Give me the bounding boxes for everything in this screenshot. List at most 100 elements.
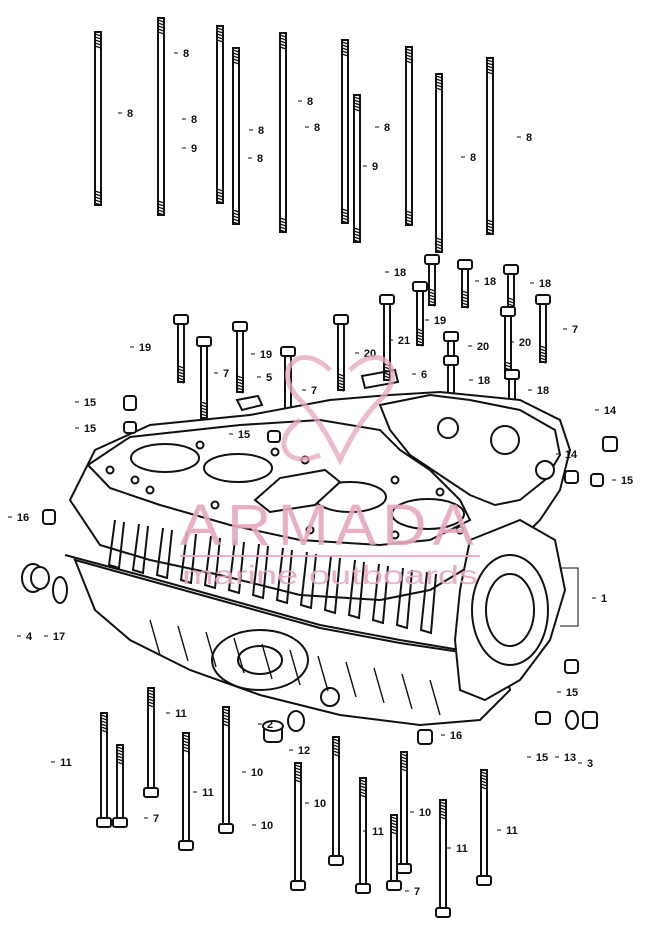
deck-hole-8	[455, 525, 465, 535]
stud-bolt-4	[232, 47, 240, 225]
callout-c19b: 19	[139, 342, 151, 354]
fin-2	[131, 523, 149, 575]
callout-c8d: 8	[258, 125, 264, 137]
crankcase-bracket-1	[560, 567, 579, 627]
deck-hole-7	[435, 487, 445, 497]
callout-c9b: 9	[372, 161, 378, 173]
upper-bolt-12	[232, 321, 248, 394]
callout-c6: 6	[421, 369, 427, 381]
lower-bolt-11	[435, 799, 451, 918]
cam-chain-tunnel	[253, 468, 342, 514]
callout-c12: 12	[298, 745, 310, 757]
upper-bolt-7	[333, 314, 349, 392]
lower-bolt-7	[328, 736, 344, 866]
callout-c16b: 16	[450, 730, 462, 742]
callout-c11f: 11	[456, 843, 468, 855]
callout-c17: 17	[53, 631, 65, 643]
callout-c18c: 18	[539, 278, 551, 290]
stud-bolt-7	[353, 94, 361, 243]
callout-c8f: 8	[307, 96, 313, 108]
callout-c18d: 18	[478, 375, 490, 387]
callout-c8j: 8	[526, 132, 532, 144]
callout-c7a: 7	[572, 324, 578, 336]
plug-4-head	[30, 566, 50, 590]
fin-3	[155, 527, 173, 580]
lower-fin-4	[233, 637, 245, 674]
deck-hole-12	[145, 485, 155, 495]
watermark-tagline: marine outboards	[182, 560, 478, 590]
upper-bolt-6	[379, 294, 395, 382]
dowel-15e	[564, 659, 579, 674]
fitting-3	[582, 711, 598, 729]
lower-fin-6	[289, 649, 301, 686]
callout-c1: 1	[601, 593, 607, 605]
lower-bolt-10	[396, 751, 412, 874]
dowel-15c	[267, 430, 281, 443]
callout-c18a: 18	[394, 267, 406, 279]
callout-c15b: 15	[84, 423, 96, 435]
housing-boss-1	[437, 417, 459, 439]
cylinder-bore-4	[391, 498, 465, 530]
callout-c8a: 8	[127, 108, 133, 120]
lower-fin-11	[429, 679, 441, 716]
lower-fin-10	[401, 673, 413, 710]
deck-hole-1	[105, 465, 115, 475]
o-ring-17	[52, 576, 68, 604]
stud-bolt-2	[157, 17, 165, 216]
watermark-heart-logo	[281, 355, 395, 466]
callout-c14a: 14	[604, 405, 617, 417]
stud-bolt-5	[279, 32, 287, 233]
stud-bolt-10	[486, 57, 494, 235]
lower-bolt-12	[476, 769, 492, 886]
stud-bolt-8	[405, 46, 413, 226]
callout-c11e: 11	[506, 825, 518, 837]
callout-c21: 21	[398, 335, 410, 347]
lower-bolt-8	[355, 777, 371, 894]
lower-bolt-9	[386, 814, 402, 891]
callout-c10a: 10	[251, 767, 263, 779]
callout-c13: 13	[564, 752, 576, 764]
watermark-brand: ARMADA	[180, 493, 480, 558]
dowel-16b	[417, 729, 433, 745]
deck-hole-11	[210, 500, 220, 510]
callout-c19a: 19	[434, 315, 446, 327]
lower-bolt-4	[178, 732, 194, 851]
fin-5	[203, 535, 221, 590]
fin-13	[395, 567, 413, 630]
upper-bolt-1	[424, 254, 440, 307]
upper-bolt-5	[412, 281, 428, 347]
fin-10	[323, 555, 341, 615]
callout-c7c: 7	[311, 385, 317, 397]
bracket-5	[235, 394, 264, 412]
deck-stud-holes	[105, 440, 465, 540]
callout-c10b: 10	[314, 798, 326, 810]
stud-bolt-6	[341, 39, 349, 224]
callout-leaders	[8, 52, 616, 892]
fin-9	[299, 551, 317, 610]
lower-fin-2	[177, 625, 189, 662]
lower-bolt-3	[112, 744, 128, 828]
deck-hole-4	[270, 447, 280, 457]
callout-c7e: 7	[414, 886, 420, 898]
dowel-14a	[602, 436, 618, 452]
callout-c11b: 11	[60, 757, 72, 769]
housing-boss-2	[490, 425, 520, 455]
deck-hole-10	[305, 525, 315, 535]
washer-13	[565, 710, 579, 730]
dowel-15d	[590, 473, 604, 487]
callout-c20b: 20	[519, 337, 531, 349]
stud-bolt-3	[216, 25, 224, 204]
fin-12	[371, 563, 389, 625]
housing-boss-3	[535, 460, 555, 480]
callout-c2: 2	[267, 719, 273, 731]
callout-c11a: 11	[175, 708, 187, 720]
callout-c15e: 15	[566, 687, 578, 699]
callout-c18b: 18	[484, 276, 496, 288]
deck-hole-3	[195, 440, 205, 450]
upper-bolt-4	[535, 294, 551, 364]
callout-c15d: 15	[621, 475, 633, 487]
deck-hole-6	[390, 475, 400, 485]
upper-bolt-11	[196, 336, 212, 420]
